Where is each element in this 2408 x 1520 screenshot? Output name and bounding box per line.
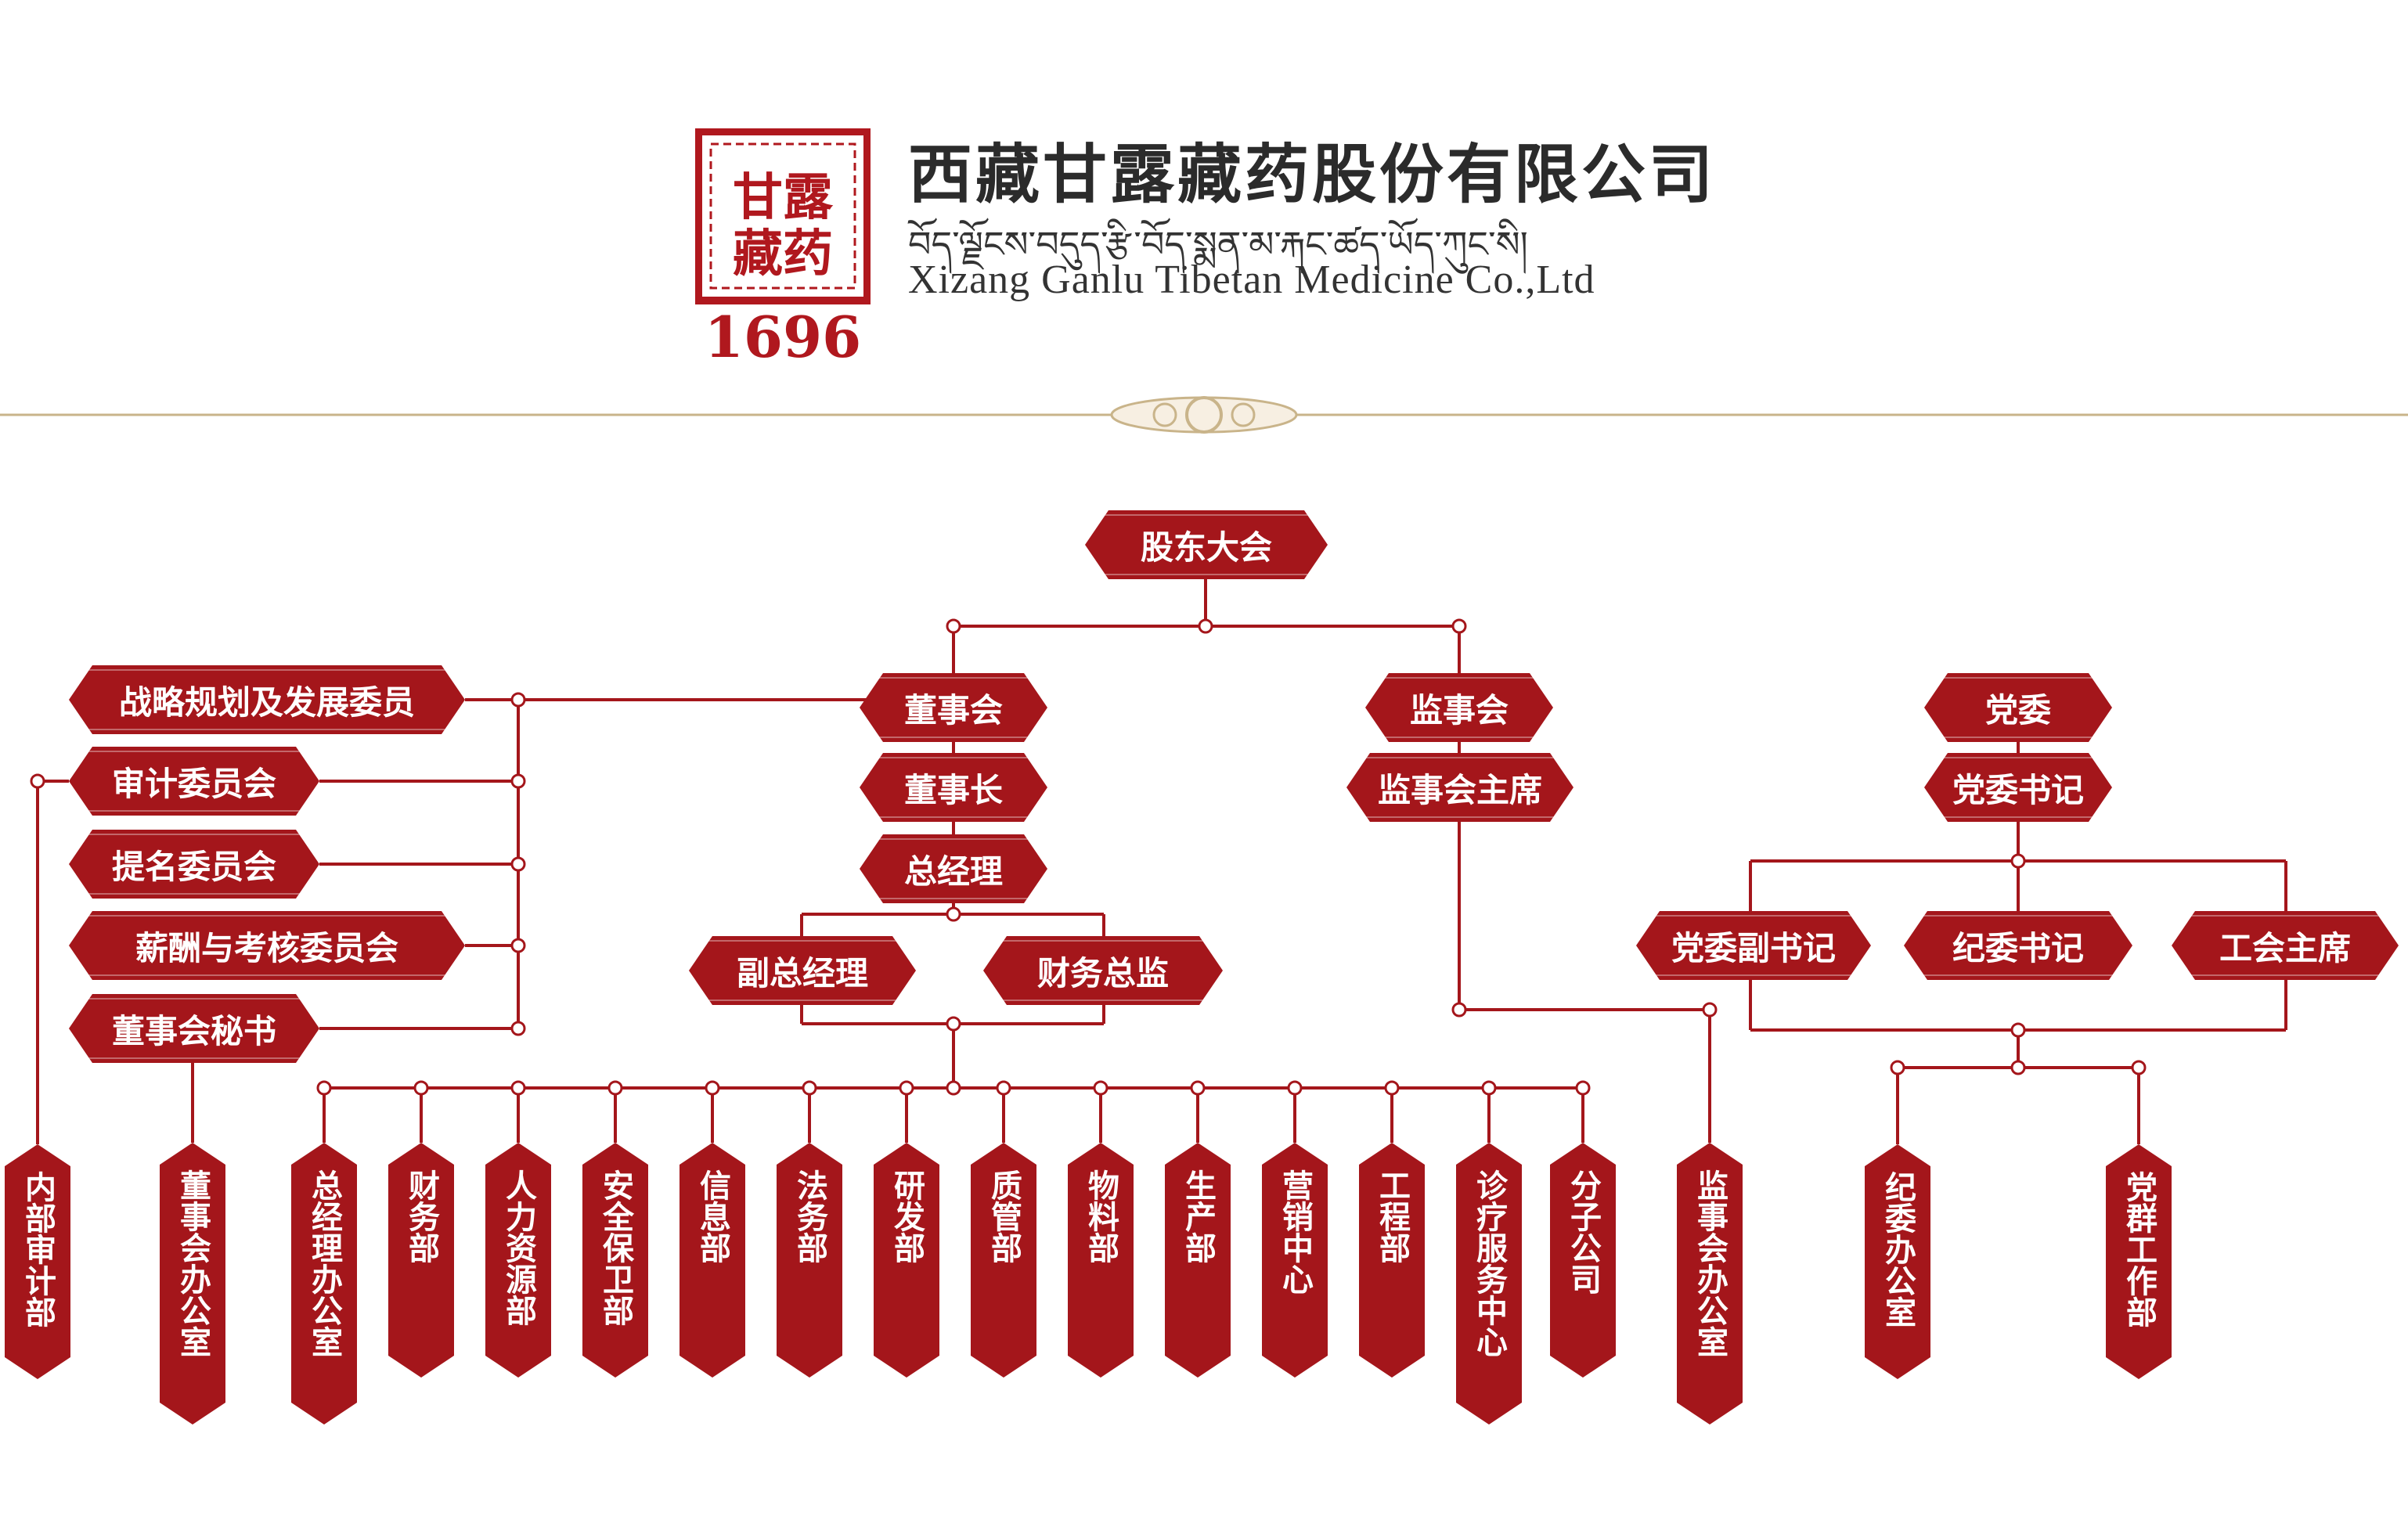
divider-ornament [1110, 396, 1298, 434]
dept-party-affairs: 党群工作部 [2106, 1144, 2172, 1379]
dept-subsidiaries: 分子公司 [1550, 1143, 1616, 1378]
dept-production: 生产部 [1165, 1143, 1231, 1378]
dept-materials: 物料部 [1068, 1143, 1134, 1378]
node-strategy-committee: 战略规划及发展委员 [69, 665, 465, 734]
node-party-secretary: 党委书记 [1924, 753, 2112, 822]
company-name-english: Xizang Ganlu Tibetan Medicine Co.,Ltd [908, 258, 1595, 302]
node-union-chair: 工会主席 [2172, 911, 2399, 980]
dept-rnd: 研发部 [874, 1143, 939, 1378]
node-discipline-secretary: 纪委书记 [1904, 911, 2132, 980]
dept-clinic-center: 诊疗服务中心 [1456, 1143, 1522, 1425]
dept-internal-audit: 内部审计部 [5, 1144, 70, 1379]
dept-security: 安全保卫部 [582, 1143, 648, 1378]
node-board-secretary: 董事会秘书 [69, 994, 319, 1063]
node-deputy-general-manager: 副总经理 [689, 936, 916, 1005]
dept-finance: 财务部 [388, 1143, 454, 1378]
dept-marketing-center: 营销中心 [1262, 1143, 1328, 1378]
company-seal-logo: 甘露 藏药 1696 [695, 128, 871, 363]
dept-gm-office: 总经理办公室 [291, 1143, 357, 1425]
node-chairman: 董事长 [860, 753, 1047, 822]
node-remuneration-committee: 薪酬与考核委员会 [69, 911, 465, 980]
node-party-committee: 党委 [1924, 673, 2112, 742]
dept-board-office: 董事会办公室 [160, 1143, 225, 1425]
node-shareholders-meeting: 股东大会 [1085, 510, 1328, 579]
dept-information: 信息部 [680, 1143, 745, 1378]
node-general-manager: 总经理 [860, 834, 1047, 903]
dept-engineering: 工程部 [1359, 1143, 1425, 1378]
node-nomination-committee: 提名委员会 [69, 830, 319, 899]
node-board: 董事会 [860, 673, 1047, 742]
seal-year: 1696 [705, 304, 861, 363]
node-audit-committee: 审计委员会 [69, 747, 319, 816]
dept-legal: 法务部 [777, 1143, 842, 1378]
dept-quality: 质管部 [971, 1143, 1036, 1378]
dept-discipline-office: 纪委办公室 [1865, 1144, 1930, 1379]
dept-human-resources: 人力资源部 [485, 1143, 551, 1378]
seal-text-bottom: 藏药 [733, 225, 833, 283]
node-supervisory-chair: 监事会主席 [1346, 753, 1573, 822]
company-name-chinese: 西藏甘露藏药股份有限公司 [908, 137, 1717, 212]
dept-supervisors-office: 监事会办公室 [1677, 1143, 1743, 1425]
seal-text-top: 甘露 [733, 168, 834, 227]
node-party-deputy-secretary: 党委副书记 [1636, 911, 1871, 980]
node-supervisory-board: 监事会 [1365, 673, 1553, 742]
company-name-tibetan: བོད་ལྗོངས་བདུད་རྩི་བོད་སྨན་མ་རྐང་ཚད་ཡོད་… [908, 223, 1528, 265]
node-cfo: 财务总监 [983, 936, 1223, 1005]
